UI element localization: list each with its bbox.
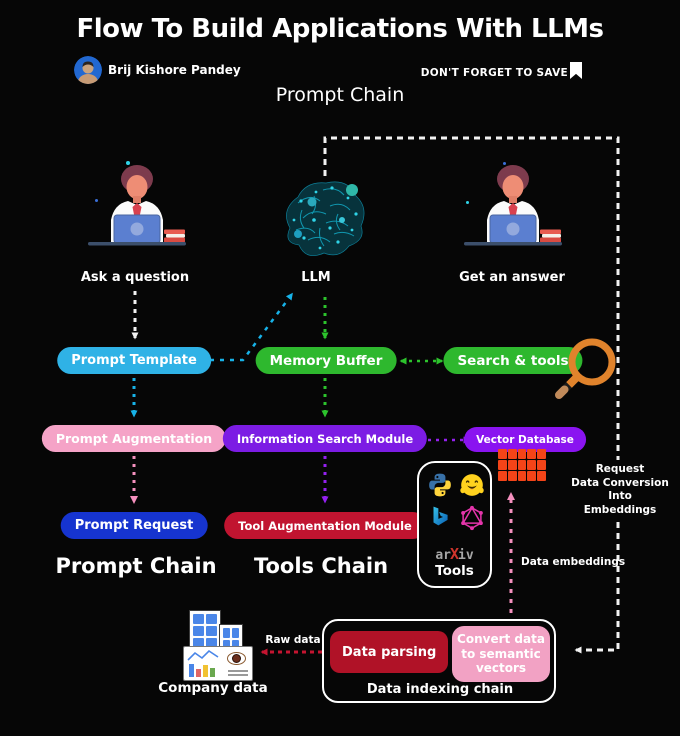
bar-chart-icon — [189, 664, 215, 677]
node-label: Information Search Module — [236, 431, 414, 446]
node-memory-buffer: Memory Buffer — [255, 347, 397, 374]
node-label: Data parsing — [342, 644, 437, 660]
arxiv-logo: arXiv — [419, 545, 490, 563]
page-title: Flow To Build Applications With LLMs — [76, 14, 604, 44]
text-lines-icon — [228, 668, 248, 676]
llm-label: LLM — [301, 270, 331, 285]
get-answer-label: Get an answer — [459, 270, 565, 285]
bing-icon — [433, 506, 448, 526]
node-prompt-request: Prompt Request — [60, 512, 208, 539]
request-conversion-label: Request Data Conversion Into Embeddings — [564, 460, 676, 521]
node-label: Search & tools — [457, 352, 569, 369]
node-label: Memory Buffer — [269, 352, 383, 369]
tools-box-label: Tools — [435, 563, 474, 579]
company-data-icon — [183, 610, 257, 681]
node-label: Prompt Augmentation — [55, 431, 213, 446]
node-vector-database: Vector Database — [464, 427, 586, 452]
section-tools-chain: Tools Chain — [253, 554, 389, 578]
arxiv-text: ar — [435, 548, 451, 563]
node-prompt-template: Prompt Template — [57, 347, 211, 374]
raw-data-label: Raw data — [265, 634, 321, 646]
avatar-illustration — [74, 56, 102, 84]
decor-dot — [466, 201, 469, 204]
python-icon — [429, 473, 451, 497]
node-data-parsing: Data parsing — [330, 631, 449, 673]
avatar — [74, 56, 102, 84]
node-information-search-module: Information Search Module — [222, 425, 428, 452]
graphql-icon — [461, 505, 483, 531]
arxiv-x: X — [449, 545, 460, 563]
building-icon — [189, 610, 221, 652]
edge-llm-to-indexing-chain — [323, 136, 620, 654]
tools-box: arXiv Tools — [417, 461, 492, 588]
node-label: Convert data to semantic vectors — [457, 632, 545, 676]
person-answer-illustration — [458, 158, 568, 263]
save-note: DON'T FORGET TO SAVE — [420, 67, 568, 79]
section-prompt-chain: Prompt Chain — [55, 554, 217, 578]
decor-dot — [95, 199, 98, 202]
node-label: Tool Augmentation Module — [238, 518, 412, 533]
decor-dot — [503, 162, 506, 165]
llm-brain-illustration — [286, 181, 365, 256]
line-chart-icon — [187, 649, 219, 661]
node-search-tools: Search & tools — [443, 347, 583, 374]
magnifier-icon — [555, 338, 616, 399]
author-name: Brij Kishore Pandey — [108, 63, 241, 77]
data-embeddings-label: Data embeddings — [521, 556, 626, 568]
node-tool-augmentation-module: Tool Augmentation Module — [224, 512, 426, 539]
data-indexing-chain-label: Data indexing chain — [366, 682, 514, 697]
embedding-grid — [498, 449, 546, 481]
ask-question-label: Ask a question — [80, 270, 190, 285]
person-ask-illustration — [82, 158, 192, 263]
node-label: Vector Database — [476, 433, 574, 446]
chart-card — [183, 646, 253, 681]
edge-prompt-template-to-llm — [200, 292, 294, 362]
company-data-label: Company data — [158, 680, 268, 696]
eye-icon — [227, 652, 246, 665]
decor-dot — [126, 161, 130, 165]
node-prompt-augmentation: Prompt Augmentation — [41, 425, 227, 452]
huggingface-icon — [460, 474, 484, 496]
node-label: Prompt Request — [74, 518, 194, 533]
arxiv-text: iv — [458, 548, 474, 563]
bookmark-icon — [570, 62, 582, 79]
node-convert-data: Convert data to semantic vectors — [452, 626, 550, 682]
node-label: Prompt Template — [71, 353, 197, 368]
subtitle-prompt-chain: Prompt Chain — [275, 84, 405, 106]
